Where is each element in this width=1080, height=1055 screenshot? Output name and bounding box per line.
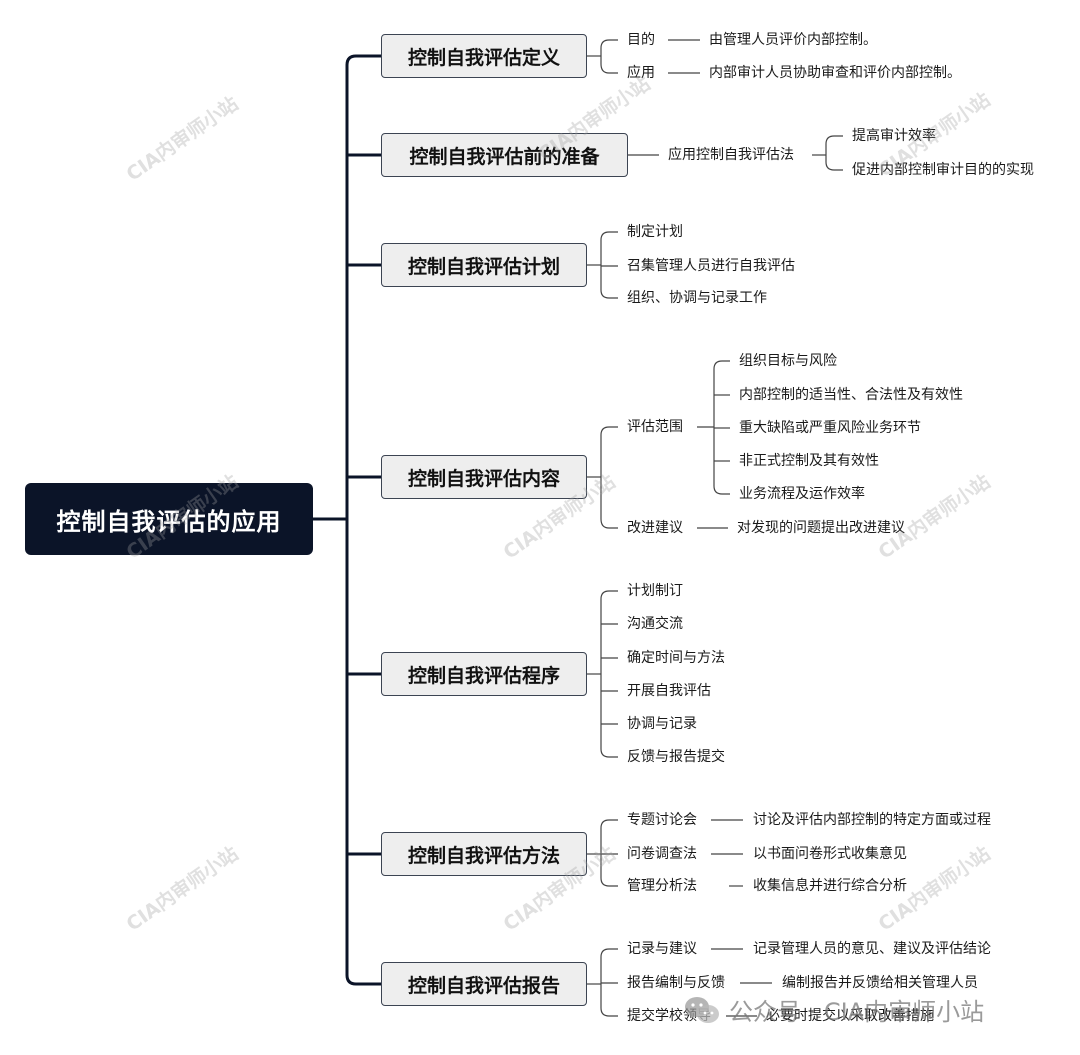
footer-text: 公众号 · CIA内审师小站	[729, 998, 985, 1026]
leaf-label: 召集管理人员进行自我评估	[627, 258, 795, 274]
leaf-label: 开展自我评估	[627, 683, 711, 699]
leaf-note: 对发现的问题提出改进建议	[737, 520, 905, 536]
wechat-icon	[685, 996, 719, 1023]
leaf-note: 编制报告并反馈给相关管理人员	[782, 975, 978, 991]
leaf-label: 评估范围	[627, 419, 683, 435]
leaf-label: 应用控制自我评估法	[668, 147, 794, 163]
root-node[interactable]: 控制自我评估的应用	[25, 483, 313, 555]
leaf-label: 管理分析法	[627, 878, 697, 894]
leaf-label: 目的	[627, 32, 655, 48]
leaf-note: 讨论及评估内部控制的特定方面或过程	[753, 812, 991, 828]
leaf-label: 内部控制的适当性、合法性及有效性	[739, 387, 963, 403]
leaf-label: 制定计划	[627, 224, 683, 240]
leaf-note: 由管理人员评价内部控制。	[709, 32, 877, 48]
leaf-label: 非正式控制及其有效性	[739, 453, 879, 469]
leaf-label: 报告编制与反馈	[627, 975, 725, 991]
branch-preparation[interactable]: 控制自我评估前的准备	[381, 133, 628, 177]
leaf-label: 应用	[627, 65, 655, 81]
footer-account: 公众号 · CIA内审师小站	[683, 992, 984, 1027]
leaf-label: 重大缺陷或严重风险业务环节	[739, 420, 921, 436]
leaf-label: 改进建议	[627, 520, 683, 536]
leaf-note: 内部审计人员协助审查和评价内部控制。	[709, 65, 961, 81]
branch-procedure[interactable]: 控制自我评估程序	[381, 652, 587, 696]
leaf-note: 记录管理人员的意见、建议及评估结论	[753, 941, 991, 957]
leaf-label: 问卷调查法	[627, 846, 697, 862]
branch-report[interactable]: 控制自我评估报告	[381, 962, 587, 1006]
leaf-note: 必要时提交以采取改善措施	[766, 1008, 934, 1024]
leaf-label: 组织目标与风险	[739, 353, 837, 369]
leaf-label: 提高审计效率	[852, 128, 936, 144]
leaf-label: 协调与记录	[627, 716, 697, 732]
leaf-label: 专题讨论会	[627, 812, 697, 828]
branch-method[interactable]: 控制自我评估方法	[381, 832, 587, 876]
leaf-label: 业务流程及运作效率	[739, 486, 865, 502]
leaf-label: 沟通交流	[627, 616, 683, 632]
leaf-label: 记录与建议	[627, 941, 697, 957]
branch-definition[interactable]: 控制自我评估定义	[381, 34, 587, 78]
leaf-label: 组织、协调与记录工作	[627, 290, 767, 306]
leaf-label: 促进内部控制审计目的的实现	[852, 162, 1034, 178]
leaf-label: 反馈与报告提交	[627, 749, 725, 765]
leaf-note: 以书面问卷形式收集意见	[753, 846, 907, 862]
leaf-note: 收集信息并进行综合分析	[753, 878, 907, 894]
leaf-label: 确定时间与方法	[627, 650, 725, 666]
leaf-label: 计划制订	[627, 583, 683, 599]
branch-content[interactable]: 控制自我评估内容	[381, 455, 587, 499]
branch-plan[interactable]: 控制自我评估计划	[381, 243, 587, 287]
